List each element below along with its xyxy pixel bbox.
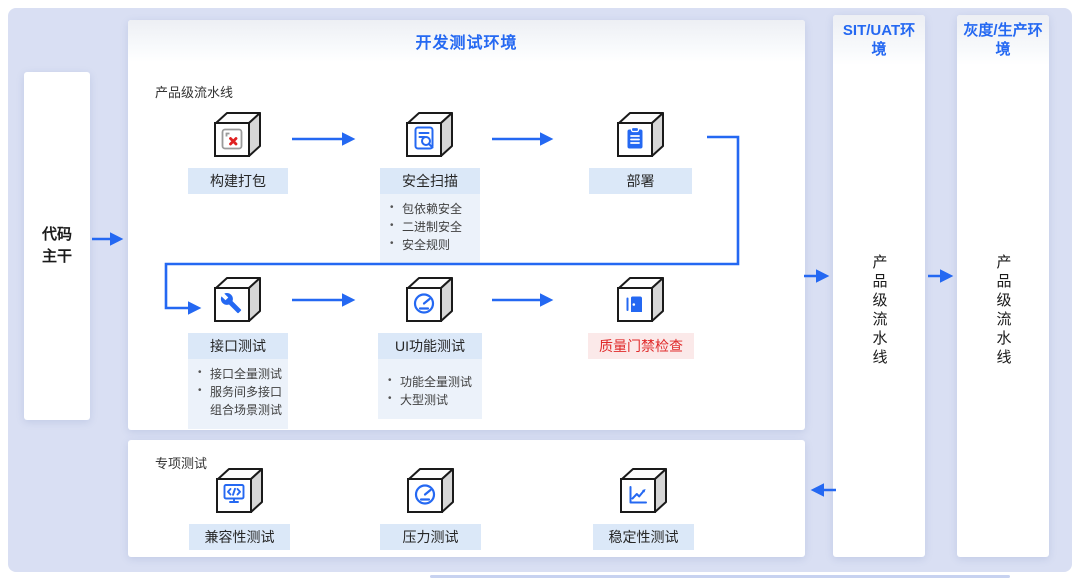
gray-prod-env-title: 灰度/生产环境 [963,22,1043,58]
sit-uat-env-title: SIT/UAT环境 [842,22,916,58]
node-quality-gate: 质量门禁检查 [588,275,694,359]
api-test-icon [210,275,266,333]
detail-item: 大型测试 [386,391,478,409]
security-scan-icon [402,110,458,168]
stability-test-icon [616,466,672,524]
dev-test-env-panel: 开发测试环境 产品级流水线 构建打包 [128,20,805,430]
gray-prod-env-body: 产品级流水线 [957,65,1049,558]
sit-uat-env-header: SIT/UAT环境 [833,15,925,65]
ui-test-icon [402,275,458,333]
node-label: 质量门禁检查 [588,333,694,359]
bottom-accent-strip [430,575,1010,578]
dev-test-env-title: 开发测试环境 [415,35,518,52]
node-stress-test: 压力测试 [380,466,481,550]
node-label: 部署 [589,168,692,194]
node-label: UI功能测试 [378,333,482,359]
special-tests-title: 专项测试 [155,456,208,471]
gray-prod-env-header: 灰度/生产环境 [957,15,1049,65]
node-stability-test: 稳定性测试 [593,466,694,550]
node-deploy: 部署 [589,110,692,194]
code-trunk-label: 代码主干 [41,225,72,266]
node-label: 压力测试 [380,524,481,550]
api-test-details: 接口全量测试 服务间多接口组合场景测试 [188,359,288,429]
node-api-test: 接口测试 接口全量测试 服务间多接口组合场景测试 [188,275,288,429]
ui-test-details: 功能全量测试 大型测试 [378,359,482,419]
detail-item: 接口全量测试 [196,365,284,383]
detail-item: 包依赖安全 [388,200,476,218]
node-build-package: 构建打包 [188,110,288,194]
node-ui-test: UI功能测试 功能全量测试 大型测试 [378,275,482,419]
stress-test-icon [403,466,459,524]
detail-item: 功能全量测试 [386,373,478,391]
node-label: 构建打包 [188,168,288,194]
build-package-icon [210,110,266,168]
detail-item: 二进制安全 [388,218,476,236]
gray-prod-env-panel: 灰度/生产环境 产品级流水线 [957,15,1049,557]
sit-uat-env-body: 产品级流水线 [833,65,925,558]
node-label: 接口测试 [188,333,288,359]
special-tests-panel: 专项测试 兼容性测试 [128,440,805,557]
node-compatibility-test: 兼容性测试 [189,466,290,550]
quality-gate-icon [613,275,669,333]
product-pipeline-label: 产品级流水线 [155,85,234,100]
node-security-scan: 安全扫描 包依赖安全 二进制安全 安全规则 [380,110,480,264]
compatibility-test-icon [212,466,268,524]
sit-uat-env-panel: SIT/UAT环境 产品级流水线 [833,15,925,557]
code-trunk-box: 代码主干 [24,72,90,420]
dev-test-env-header: 开发测试环境 [128,20,805,62]
security-scan-details: 包依赖安全 二进制安全 安全规则 [380,194,480,264]
node-label: 兼容性测试 [189,524,290,550]
detail-item: 安全规则 [388,236,476,254]
deploy-icon [613,110,669,168]
sit-uat-pipeline-label: 产品级流水线 [870,253,888,368]
node-label: 稳定性测试 [593,524,694,550]
detail-item: 服务间多接口组合场景测试 [196,383,284,419]
gray-prod-pipeline-label: 产品级流水线 [994,253,1012,368]
node-label: 安全扫描 [380,168,480,194]
